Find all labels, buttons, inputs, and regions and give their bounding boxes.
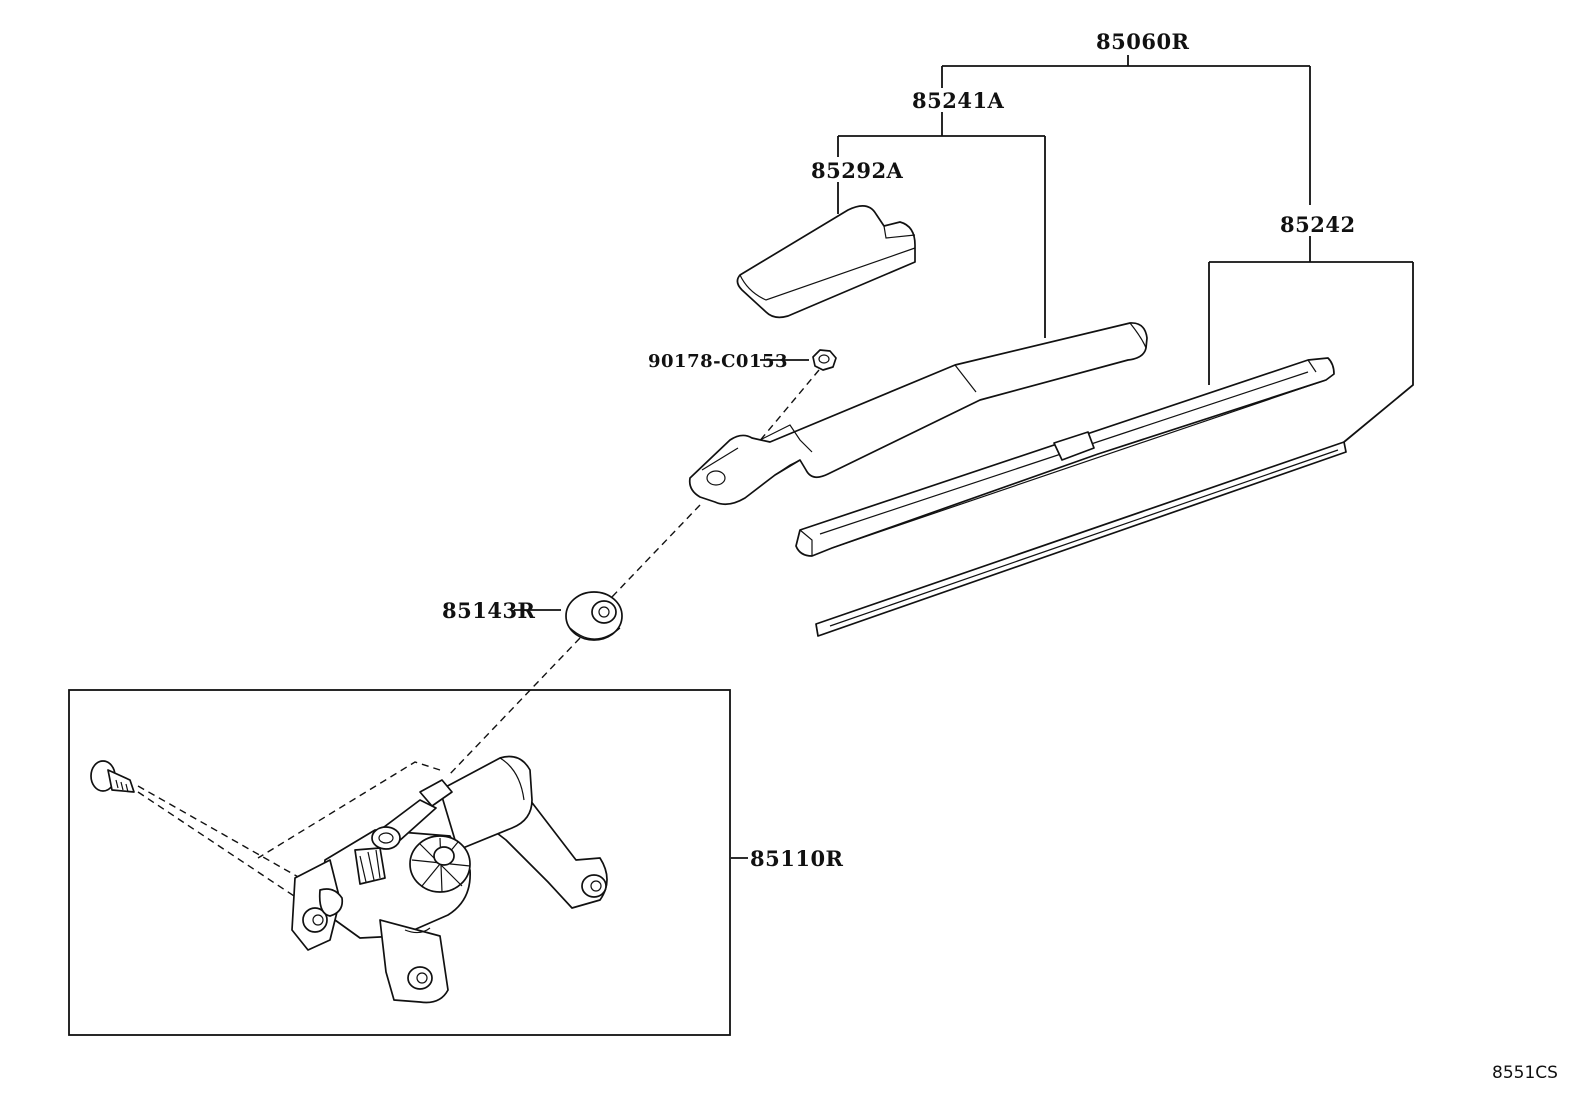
part-labels: 85060R 85241A 85292A 85242 90178-C0153 8… (442, 29, 1558, 1083)
wiper-arm (688, 322, 1148, 506)
label-85110R: 85110R (750, 846, 844, 871)
blade-rubber (815, 441, 1347, 637)
label-90178-C0153: 90178-C0153 (648, 351, 788, 372)
assembly-dashed-lines (137, 369, 820, 901)
arm-head-cap (736, 205, 916, 319)
wiper-motor (291, 755, 608, 1004)
leader-lines (514, 55, 1414, 859)
label-85241A: 85241A (912, 88, 1005, 113)
diagram-code: 8551CS (1492, 1063, 1558, 1083)
label-85143R: 85143R (442, 598, 536, 623)
label-85060R: 85060R (1096, 29, 1190, 54)
pivot-cap-icon (565, 591, 623, 641)
wiper-blade (795, 357, 1335, 557)
bolt-icon (90, 760, 135, 793)
label-85242: 85242 (1280, 212, 1356, 237)
label-85292A: 85292A (811, 158, 904, 183)
nut-icon (812, 349, 837, 371)
wiper-motor-box (68, 689, 731, 1036)
